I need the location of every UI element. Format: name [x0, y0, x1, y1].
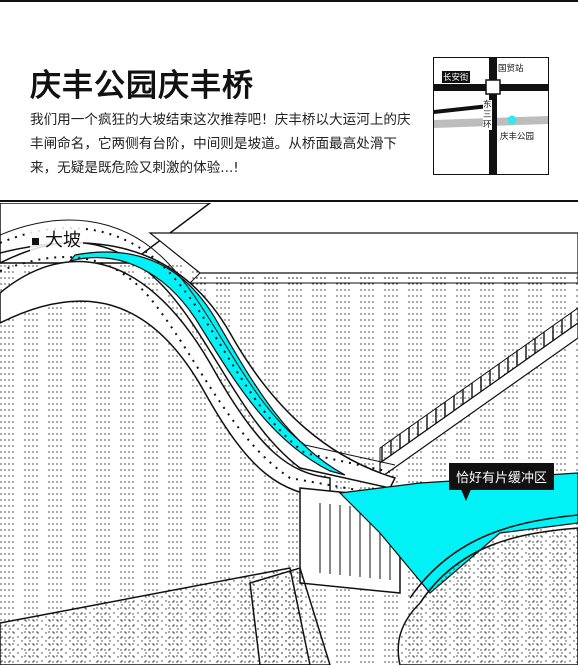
location-map: 国贸站 长安街 东三环 庆丰公园 [433, 57, 549, 175]
near-bank-slab [0, 567, 311, 665]
right-railing [379, 307, 578, 464]
slope-annotation-text: 大坡 [45, 230, 81, 251]
map-park-marker-icon [507, 115, 517, 125]
near-bank-step [249, 567, 331, 665]
far-embankment [148, 232, 578, 274]
plaza-edge [409, 514, 578, 599]
top-divider [0, 0, 578, 2]
illustration-top-border [0, 200, 578, 202]
bridge-railing-top [0, 227, 396, 474]
slope-annotation: 大坡 [30, 226, 83, 252]
map-label-park: 庆丰公园 [500, 132, 535, 142]
plaza-paving [397, 527, 578, 665]
bridge-slope-ramp [68, 251, 346, 476]
map-label-guomao: 国贸站 [498, 64, 524, 74]
map-station-icon [485, 79, 501, 95]
map-road-third-ring [489, 58, 497, 174]
far-embankment-wall [188, 272, 578, 284]
map-label-changan: 长安街 [442, 71, 470, 83]
page-title: 庆丰公园庆丰桥 [30, 68, 254, 104]
callout-pointer-icon [460, 487, 472, 501]
map-label-third-ring: 东三环 [483, 100, 492, 130]
map-road-minor [434, 104, 489, 114]
bridge-illustration [0, 203, 578, 665]
bridge-railing-rail [0, 219, 396, 466]
bridge-arch [0, 260, 331, 499]
bullet-icon [32, 237, 39, 245]
buffer-zone [338, 472, 578, 594]
buffer-zone-callout: 恰好有片缓冲区 [449, 463, 555, 490]
article-description: 我们用一个疯狂的大坡结束这次推荐吧！庆丰桥以大运河上的庆丰闸命名，它两侧有台阶，… [30, 112, 411, 176]
